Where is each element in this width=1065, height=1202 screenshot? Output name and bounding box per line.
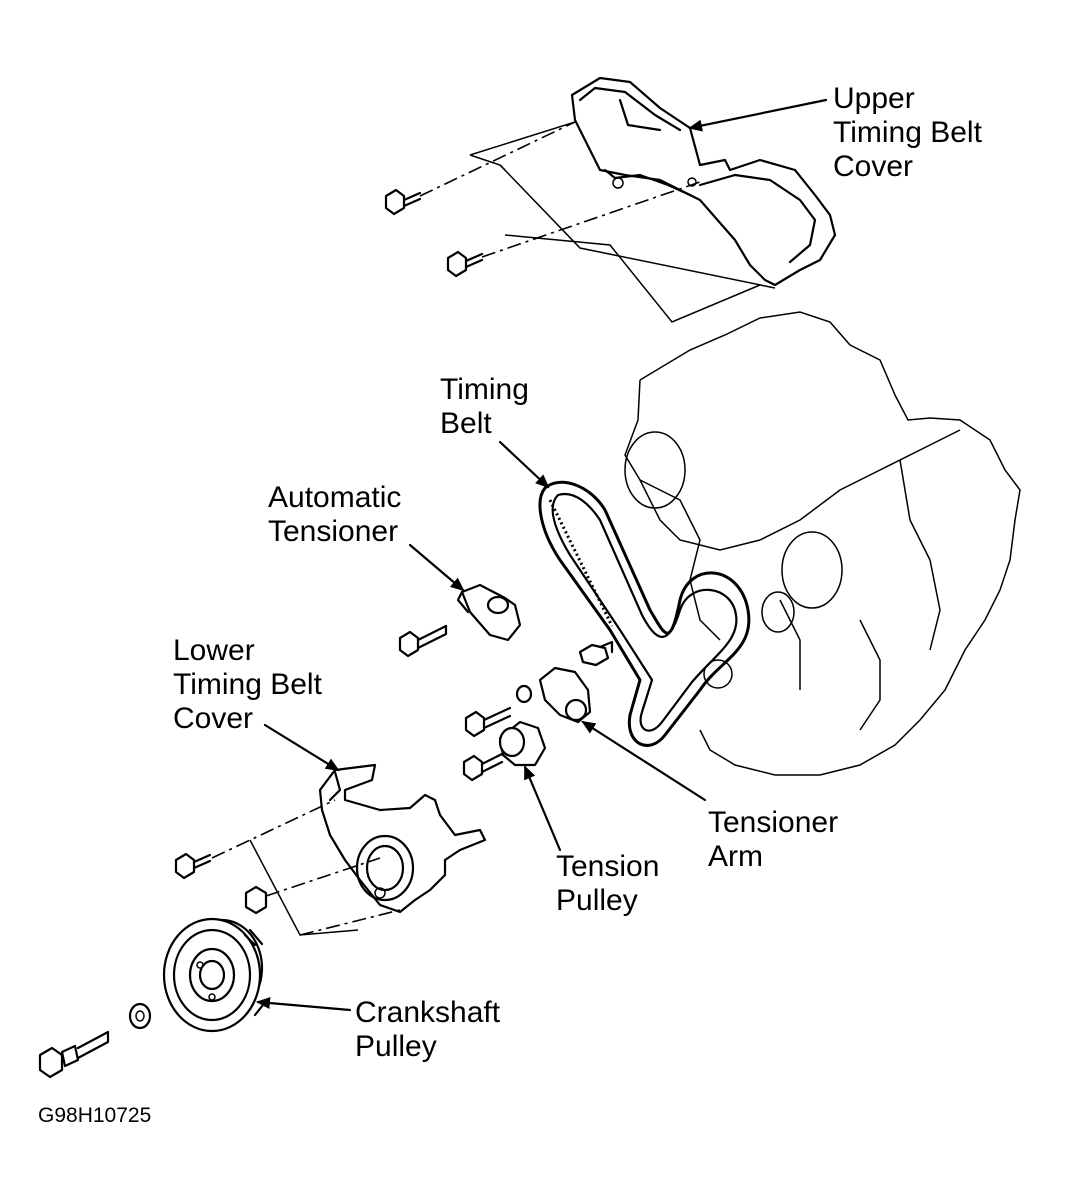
tensioner-arm-bolt xyxy=(578,640,614,667)
label-lower-timing-belt-cover: Lower Timing Belt Cover xyxy=(173,634,322,735)
timing-belt xyxy=(538,480,751,747)
lower-timing-belt-cover xyxy=(318,763,487,914)
tension-pulley xyxy=(498,720,547,767)
tension-pulley-bolt-1 xyxy=(464,706,512,738)
label-timing-belt: Timing Belt xyxy=(440,373,529,440)
tensioner-arm xyxy=(538,666,592,724)
crankshaft-pulley xyxy=(162,917,265,1033)
label-crankshaft-pulley: Crankshaft Pulley xyxy=(355,996,501,1063)
crankshaft-washer xyxy=(128,1002,152,1030)
label-tensioner-arm: Tensioner Arm xyxy=(708,806,839,873)
engine-block xyxy=(624,311,1021,776)
upper-timing-belt-cover xyxy=(570,76,837,287)
lower-cover-bolt-2 xyxy=(244,885,268,915)
label-tension-pulley: Tension Pulley xyxy=(556,850,660,917)
crankshaft-bolt xyxy=(38,1030,110,1079)
washer xyxy=(515,684,533,704)
upper-cover-bolt-1 xyxy=(384,188,422,216)
automatic-tensioner xyxy=(456,583,522,642)
tensioner-bolt xyxy=(398,624,448,658)
figure-code: G98H10725 xyxy=(38,1104,152,1127)
tension-pulley-bolt-2 xyxy=(462,752,504,782)
upper-cover-bolt-2 xyxy=(446,250,484,278)
label-automatic-tensioner: Automatic Tensioner xyxy=(268,481,402,548)
label-upper-timing-belt-cover: Upper Timing Belt Cover xyxy=(833,82,982,183)
lower-cover-bolt-1 xyxy=(174,852,212,880)
